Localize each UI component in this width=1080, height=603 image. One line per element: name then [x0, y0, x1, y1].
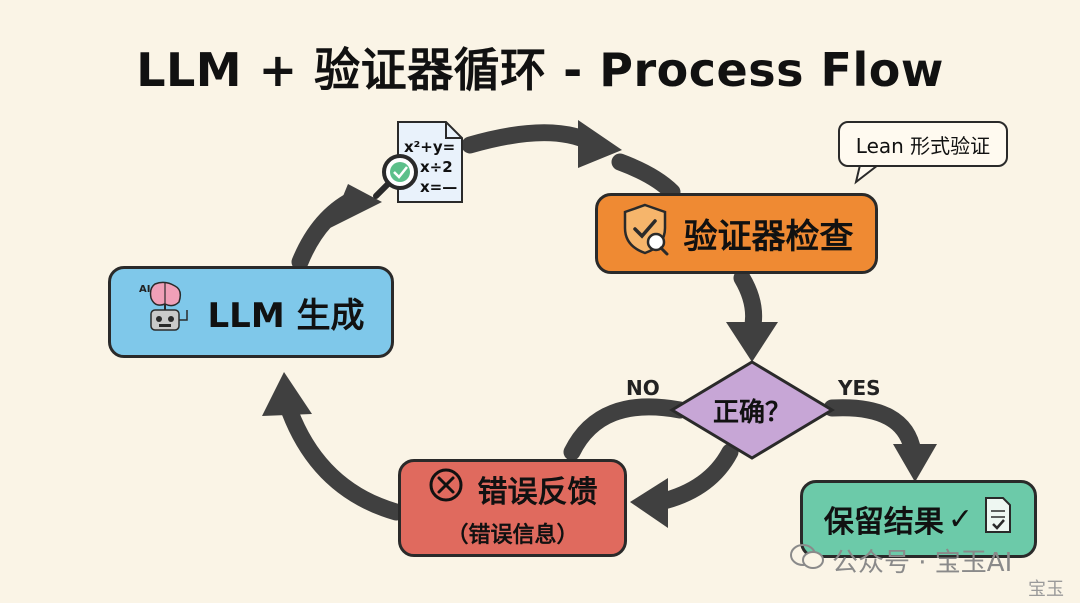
- decision-label: 正确？: [712, 397, 791, 428]
- arrow-formula-to-verifier: [461, 124, 599, 154]
- keep-result-label: 保留结果: [823, 505, 944, 540]
- error-feedback-node: 错误反馈 （错误信息）: [398, 459, 627, 557]
- arrow-error-to-llm: [281, 403, 405, 521]
- keep-result-node: 保留结果 ✓: [800, 480, 1037, 558]
- llm-generate-label: LLM 生成: [207, 295, 365, 336]
- arrowhead-decision: [726, 322, 778, 362]
- branch-no-label: NO: [626, 376, 660, 400]
- check-mark-icon: ✓: [947, 501, 974, 537]
- wechat-icon: [790, 543, 824, 578]
- verifier-check-node: 验证器检查: [595, 193, 878, 274]
- arrowhead-formula: [330, 184, 382, 228]
- watermark: 公众号 · 宝玉AI: [790, 542, 1012, 579]
- svg-text:AI: AI: [139, 284, 150, 295]
- watermark-text: 公众号 · 宝玉AI: [832, 548, 1013, 578]
- formula-line-3: x=—: [420, 178, 457, 196]
- formula-document-magnifier-icon: x²+y= x÷2 x=—: [373, 121, 463, 203]
- arrow-no-outer: [563, 398, 689, 461]
- lean-callout: Lean 形式验证: [838, 121, 1008, 167]
- arrowhead-verifier: [578, 120, 622, 168]
- arrowhead-llm: [262, 372, 312, 416]
- formula-line-1: x²+y=: [404, 138, 455, 156]
- arrow-no-inner: [651, 443, 739, 511]
- arrow-top-tail: [611, 153, 681, 201]
- callout-tail: [854, 164, 881, 185]
- decision-diamond: [669, 360, 835, 460]
- branch-yes-label: YES: [838, 376, 881, 400]
- robot-brain-icon: AI: [137, 280, 193, 345]
- error-feedback-sublabel: （错误信息）: [446, 523, 579, 548]
- error-feedback-label: 错误反馈: [477, 475, 598, 510]
- x-circle-icon: [428, 467, 464, 511]
- page-title: LLM + 验证器循环 - Process Flow: [136, 43, 944, 97]
- document-check-icon: [983, 495, 1013, 543]
- shield-check-icon: [620, 202, 670, 265]
- formula-line-2: x÷2: [420, 158, 453, 176]
- arrowhead-error: [630, 478, 668, 528]
- watermark-sub: 宝玉: [1028, 579, 1064, 600]
- arrowhead-keep: [893, 444, 937, 482]
- arrow-decision-to-keep: [823, 399, 922, 461]
- verifier-check-label: 验证器检查: [683, 217, 854, 257]
- llm-generate-node: AI LLM 生成: [108, 266, 394, 358]
